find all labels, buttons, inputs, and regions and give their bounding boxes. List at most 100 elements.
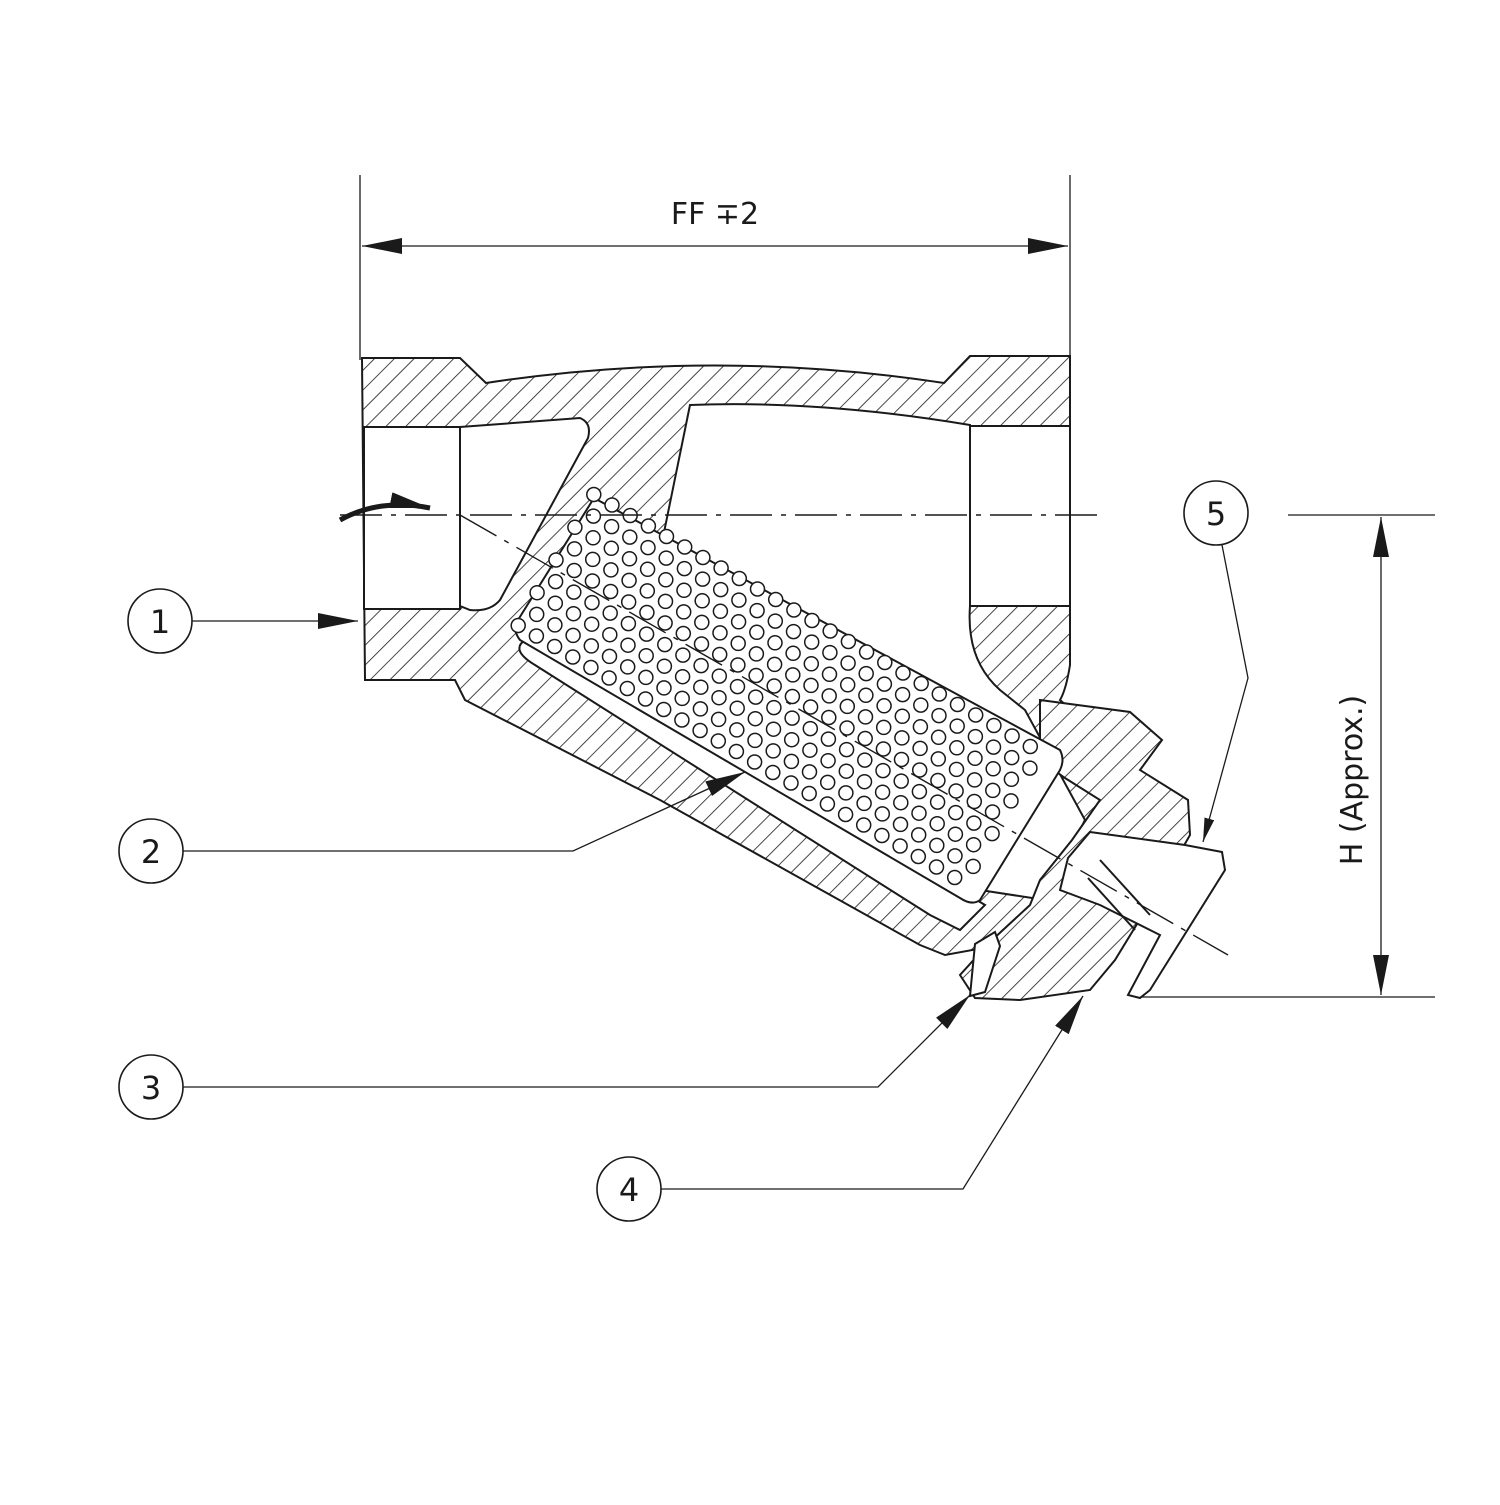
perforation-hole — [931, 707, 947, 724]
perforation-hole — [729, 678, 746, 695]
perforation-hole — [637, 691, 654, 707]
perforation-hole — [731, 592, 747, 608]
balloon-1-number: 1 — [150, 603, 170, 641]
perforation-hole — [767, 635, 783, 651]
perforation-hole — [985, 761, 1001, 777]
perforation-hole — [602, 605, 618, 621]
perforation-hole — [548, 552, 564, 568]
screen-element — [510, 486, 1064, 904]
perforation-hole — [894, 686, 911, 703]
perforation-hole — [820, 731, 837, 747]
perforation-hole — [929, 815, 945, 832]
perforation-hole — [947, 848, 963, 864]
perforation-hole — [766, 678, 782, 694]
perforation-hole — [730, 635, 746, 652]
perforation-hole — [602, 626, 618, 643]
balloon-3: 3 — [118, 994, 971, 1120]
perforation-hole — [783, 775, 799, 791]
perforation-hole — [510, 617, 526, 634]
perforation-hole — [730, 657, 746, 673]
perforation-hole — [730, 614, 747, 630]
perforation-hole — [930, 772, 946, 789]
perforation-hole — [1003, 749, 1020, 766]
perforation-hole — [604, 497, 620, 513]
perforation-hole — [875, 762, 891, 779]
perforation-hole — [894, 730, 910, 746]
perforation-hole — [946, 869, 963, 886]
perforation-hole — [712, 603, 729, 620]
perforation-hole — [912, 719, 929, 735]
perforation-hole — [728, 743, 745, 760]
perforation-hole — [892, 816, 909, 833]
flow-arrow — [338, 492, 431, 523]
perforation-hole — [912, 740, 928, 757]
perforation-hole — [967, 750, 983, 767]
perforation-hole — [911, 805, 927, 821]
perforation-hole — [967, 707, 984, 723]
perforation-hole — [655, 701, 672, 718]
perforation-hole — [877, 654, 893, 671]
perforation-hole — [985, 739, 1002, 755]
perforation-hole — [786, 602, 802, 618]
perforation-hole — [802, 699, 819, 715]
perforation-hole — [749, 624, 765, 641]
balloon-4-number: 4 — [619, 1171, 639, 1209]
perforation-hole — [822, 644, 838, 661]
perforation-hole — [658, 572, 674, 588]
perforation-hole — [692, 722, 708, 739]
perforation-hole — [747, 710, 764, 727]
balloon-3-number: 3 — [141, 1069, 161, 1107]
perforation-hole — [656, 680, 672, 696]
perforation-hole — [620, 637, 636, 653]
perforation-hole — [766, 699, 782, 716]
h-dimension: H (Approx.) — [1140, 514, 1435, 998]
perforation-hole — [674, 668, 691, 685]
perforation-hole — [622, 529, 638, 545]
perforation-hole — [985, 782, 1001, 799]
perforation-hole — [676, 560, 693, 577]
perforation-hole — [529, 584, 545, 601]
perforation-hole — [857, 730, 873, 747]
perforation-hole — [693, 657, 709, 674]
perforation-hole — [620, 594, 637, 610]
perforation-hole — [965, 858, 981, 875]
perforation-hole — [692, 701, 709, 717]
inlet-chamber — [459, 416, 590, 612]
perforation-hole — [949, 740, 965, 756]
perforation-hole — [566, 562, 582, 579]
perforation-hole — [838, 763, 855, 779]
perforation-hole — [911, 762, 928, 778]
perforation-hole — [858, 644, 875, 660]
perforation-hole — [785, 623, 802, 640]
perforation-hole — [837, 806, 854, 823]
balloon-1: 1 — [127, 588, 358, 654]
perforation-hole — [838, 785, 854, 801]
perforation-hole — [693, 636, 710, 652]
perforation-hole — [910, 827, 927, 843]
perforation-hole — [820, 752, 836, 769]
perforation-hole — [710, 733, 727, 749]
perforation-hole — [785, 667, 801, 683]
perforation-hole — [729, 722, 745, 738]
perforation-hole — [731, 570, 748, 587]
perforation-hole — [767, 591, 784, 608]
perforation-hole — [802, 742, 818, 758]
perforation-hole — [875, 719, 892, 736]
perforation-hole — [949, 696, 966, 713]
perforation-hole — [528, 606, 545, 623]
perforation-hole — [821, 666, 838, 683]
perforation-hole — [766, 656, 783, 673]
perforation-hole — [585, 508, 602, 524]
perforation-hole — [1022, 738, 1039, 755]
perforation-hole — [583, 638, 600, 654]
perforation-hole — [656, 658, 673, 674]
perforation-hole — [675, 647, 691, 663]
perforation-hole — [803, 634, 820, 650]
perforation-hole — [801, 764, 818, 780]
perforation-hole — [639, 604, 655, 621]
outlet-bore — [969, 425, 1071, 607]
perforation-hole — [893, 794, 909, 811]
perforation-hole — [930, 751, 947, 767]
perforation-hole — [785, 645, 801, 662]
perforation-hole — [931, 686, 948, 702]
